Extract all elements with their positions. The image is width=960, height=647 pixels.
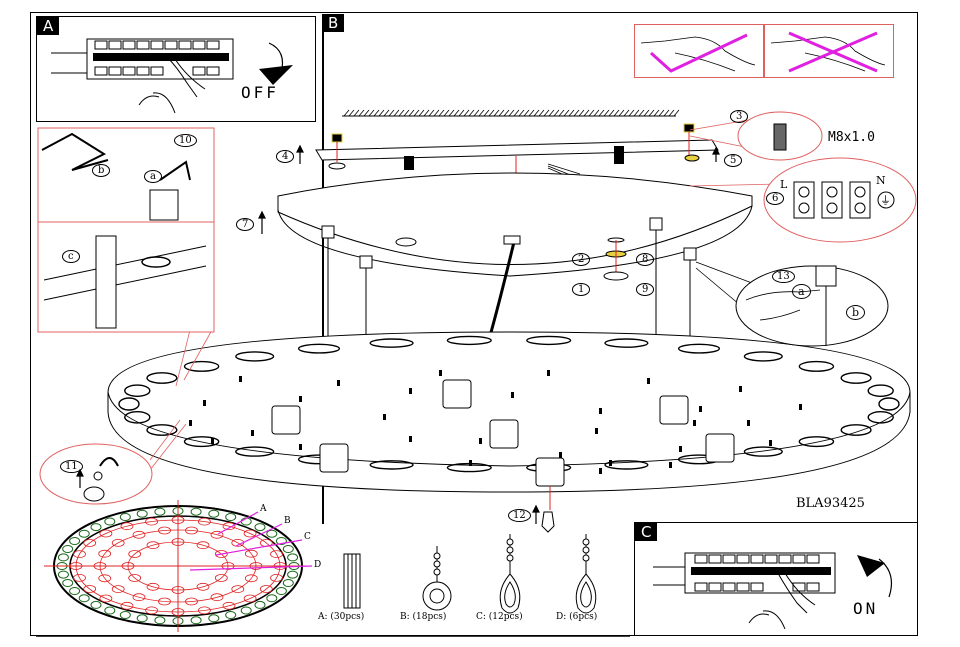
panel-tag-c: C bbox=[635, 523, 658, 541]
screw-spec: M8x1.0 bbox=[828, 130, 875, 145]
wiring-label-live: L bbox=[780, 178, 788, 191]
sub-label-a-clip: a bbox=[144, 170, 162, 183]
step-marker-12: 12 bbox=[508, 509, 531, 522]
step-marker-6-wiring: 6 bbox=[766, 192, 785, 205]
part-label-a: A: (30pcs) bbox=[318, 612, 365, 622]
wiring-label-neutral: N bbox=[876, 174, 886, 187]
panel-tag-b: B bbox=[322, 14, 345, 32]
step-marker-2: 2 bbox=[572, 253, 591, 266]
panel-c-power-on: C ON bbox=[634, 522, 918, 636]
layout-legend-a: A bbox=[260, 504, 267, 514]
step-marker-5: 5 bbox=[724, 154, 743, 167]
correct-handling-box bbox=[634, 24, 764, 78]
part-label-b: B: (18pcs) bbox=[400, 612, 447, 622]
switch-state-on: ON bbox=[853, 599, 879, 618]
panel-tag-a: A bbox=[37, 17, 60, 35]
sub-label-b-adjust: b bbox=[846, 305, 866, 320]
incorrect-handling-box bbox=[764, 24, 894, 78]
step-marker-7: 7 bbox=[236, 218, 255, 231]
panel-b-assembly: B bbox=[322, 14, 918, 524]
step-marker-3: 3 bbox=[730, 110, 749, 123]
switch-state-off: OFF bbox=[241, 83, 279, 102]
check-mark-icon bbox=[649, 33, 748, 73]
panel-b-divider bbox=[322, 14, 324, 524]
sub-label-a-adjust: a bbox=[792, 284, 811, 299]
step-marker-11: 11 bbox=[60, 460, 83, 473]
step-marker-1: 1 bbox=[572, 283, 591, 296]
layout-legend-c: C bbox=[304, 532, 311, 542]
step-marker-13: 13 bbox=[772, 270, 795, 283]
cross-mark-icon bbox=[788, 31, 878, 73]
step-marker-8: 8 bbox=[636, 253, 655, 266]
earth-icon: ⏚ bbox=[880, 194, 891, 207]
arrow-up-icon bbox=[857, 555, 885, 577]
step-marker-10: 10 bbox=[174, 134, 197, 147]
circuit-breaker-on-illustration bbox=[653, 552, 892, 630]
step-marker-9: 9 bbox=[636, 283, 655, 296]
layout-legend-d: D bbox=[314, 560, 322, 570]
arrow-down-icon bbox=[259, 65, 293, 85]
model-code: BLA93425 bbox=[796, 496, 865, 511]
sub-label-b-clip: b bbox=[92, 164, 111, 177]
layout-legend-b: B bbox=[284, 516, 291, 526]
panel-a-power-off: A OFF bbox=[36, 16, 316, 122]
circuit-breaker-off-illustration bbox=[51, 38, 293, 114]
part-label-c: C: (12pcs) bbox=[476, 612, 523, 622]
part-label-d: D: (6pcs) bbox=[556, 612, 598, 622]
sub-label-c-clip: c bbox=[62, 250, 80, 263]
step-marker-4: 4 bbox=[276, 150, 295, 163]
